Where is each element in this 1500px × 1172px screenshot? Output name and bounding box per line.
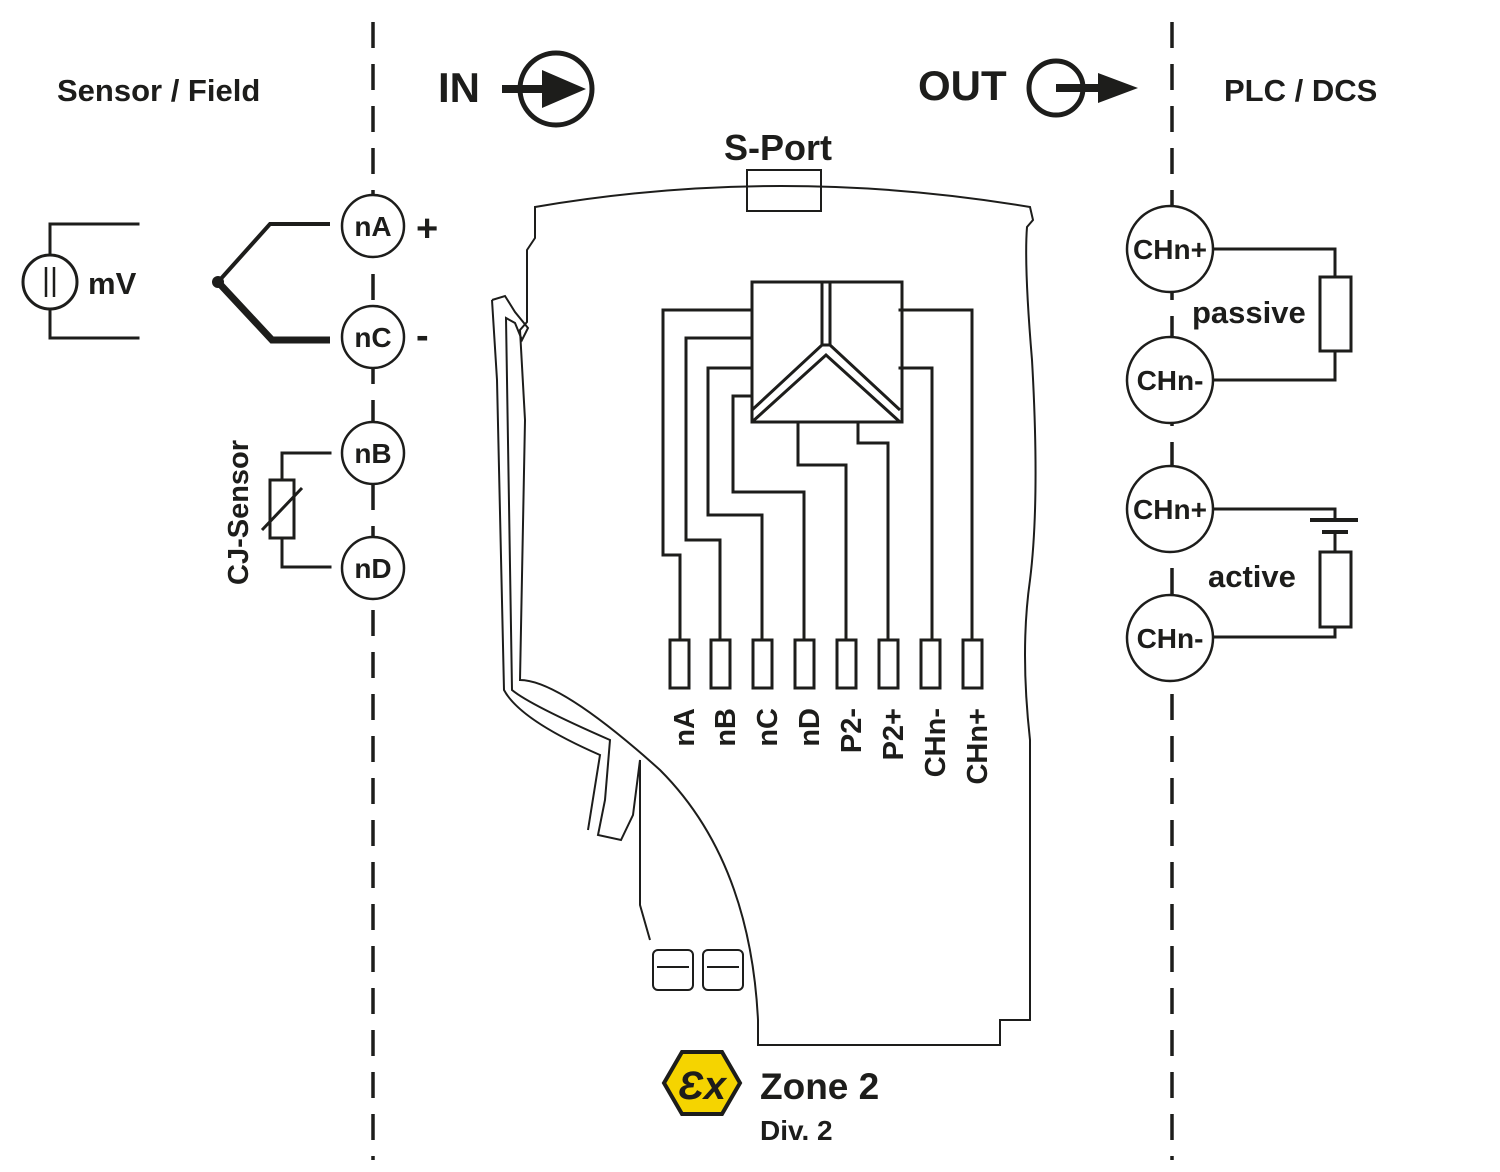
in-heading: IN: [438, 64, 480, 111]
terminal-label: nD: [354, 553, 391, 584]
mv-source: mV: [21, 222, 140, 340]
pin-chn-minus: [919, 638, 942, 690]
terminal-label: nA: [354, 211, 391, 242]
active-load: active: [1198, 507, 1358, 639]
minus-sign: -: [416, 315, 429, 357]
pin-nd: [793, 638, 816, 690]
terminal-chn-minus: [1125, 593, 1215, 683]
s-port-socket: [746, 169, 822, 212]
pin-p2-minus: [835, 638, 858, 690]
pin-label: CHn-: [920, 708, 952, 777]
pin-p2-plus: [877, 638, 900, 690]
bus-connector-2: [702, 949, 744, 991]
terminal-label: nB: [354, 438, 391, 469]
cj-sensor-icon: [260, 451, 332, 569]
field-terminals: nA nC nB nD: [340, 193, 406, 601]
bus-connector-1: [652, 949, 694, 991]
zone-label: Zone 2: [760, 1066, 879, 1107]
plus-sign: +: [416, 208, 438, 250]
terminal-chn-minus: [1125, 335, 1215, 425]
terminal-label: CHn-: [1137, 623, 1204, 654]
device-housing: [491, 169, 1037, 1046]
pin-label: nD: [794, 708, 826, 747]
sensor-field-heading: Sensor / Field: [57, 73, 260, 108]
pin-label: CHn+: [962, 708, 994, 785]
terminal-nc: [340, 304, 406, 370]
ex-hazard-icon: Ɛx: [661, 1050, 743, 1116]
plc-terminals: CHn+ CHn- CHn+ CHn-: [1125, 204, 1215, 683]
active-label: active: [1208, 559, 1296, 594]
thermocouple-icon: [212, 222, 330, 344]
terminal-na: [340, 193, 406, 259]
in-arrow-icon: [502, 50, 595, 128]
pin-label: P2+: [878, 708, 910, 760]
terminal-chn-plus: [1125, 204, 1215, 294]
out-heading: OUT: [918, 62, 1007, 109]
pin-nb: [709, 638, 732, 690]
ex-mark: Ɛx: [678, 1064, 728, 1108]
internal-wiring: [661, 308, 974, 642]
terminal-label: CHn-: [1137, 365, 1204, 396]
mv-label: mV: [88, 266, 137, 301]
s-port-label: S-Port: [724, 127, 832, 168]
out-arrow-icon: [1026, 58, 1138, 118]
terminal-chn-plus: [1125, 464, 1215, 554]
passive-load: passive: [1192, 247, 1353, 382]
terminal-label: CHn+: [1133, 234, 1207, 265]
plc-dcs-heading: PLC / DCS: [1224, 73, 1377, 108]
pin-label: nB: [710, 708, 742, 747]
terminal-label: nC: [354, 322, 391, 353]
div-label: Div. 2: [760, 1115, 833, 1146]
resistor-icon: [1318, 550, 1353, 629]
pin-row: [668, 638, 984, 690]
voltage-source-icon: [21, 253, 79, 311]
pin-labels: nA nB nC nD P2- P2+ CHn- CHn+: [669, 708, 994, 785]
pin-nc: [751, 638, 774, 690]
pin-label: nC: [752, 708, 784, 747]
cj-sensor-label: CJ-Sensor: [223, 440, 255, 585]
terminal-nb: [340, 420, 406, 486]
isolation-block: [750, 280, 904, 424]
terminal-nd: [340, 535, 406, 601]
pin-chn-plus: [961, 638, 984, 690]
pin-label: nA: [669, 708, 701, 747]
terminal-label: CHn+: [1133, 494, 1207, 525]
resistor-icon: [1318, 275, 1353, 353]
pin-label: P2-: [836, 708, 868, 753]
pin-na: [668, 638, 691, 690]
passive-label: passive: [1192, 295, 1306, 330]
